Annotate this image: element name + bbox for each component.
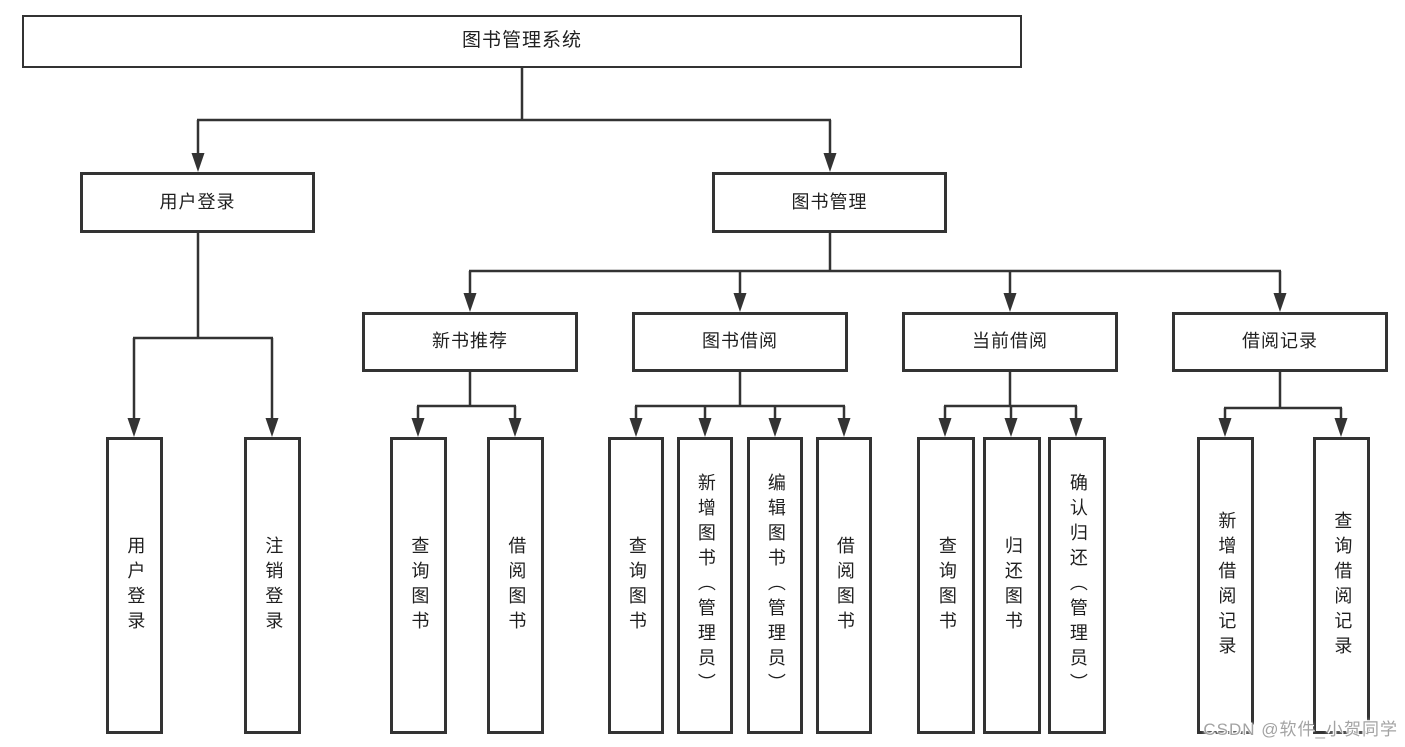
node-book-management: 图书管理 — [712, 172, 947, 233]
node-user-login: 用户登录 — [80, 172, 315, 233]
leaf-borrow-books-recommend: 借阅图书 — [487, 437, 544, 734]
leaf-query-books-recommend: 查询图书 — [390, 437, 447, 734]
leaf-query-borrow-record: 查询借阅记录 — [1313, 437, 1370, 734]
node-new-book-recommend: 新书推荐 — [362, 312, 578, 372]
node-book-borrow: 图书借阅 — [632, 312, 848, 372]
leaf-borrow-books-borrow: 借阅图书 — [816, 437, 872, 734]
leaf-add-borrow-record: 新增借阅记录 — [1197, 437, 1254, 734]
leaf-add-book-admin: 新增图书（管理员） — [677, 437, 733, 734]
node-root: 图书管理系统 — [22, 15, 1022, 68]
leaf-user-login: 用户登录 — [106, 437, 163, 734]
leaf-query-books-borrow: 查询图书 — [608, 437, 664, 734]
leaf-query-books-current: 查询图书 — [917, 437, 975, 734]
node-borrow-record: 借阅记录 — [1172, 312, 1388, 372]
leaf-logout: 注销登录 — [244, 437, 301, 734]
node-current-borrow: 当前借阅 — [902, 312, 1118, 372]
leaf-edit-book-admin: 编辑图书（管理员） — [747, 437, 803, 734]
leaf-confirm-return-admin: 确认归还（管理员） — [1048, 437, 1106, 734]
leaf-return-book: 归还图书 — [983, 437, 1041, 734]
csdn-watermark: CSDN @软件_小贺同学 — [1203, 720, 1398, 739]
